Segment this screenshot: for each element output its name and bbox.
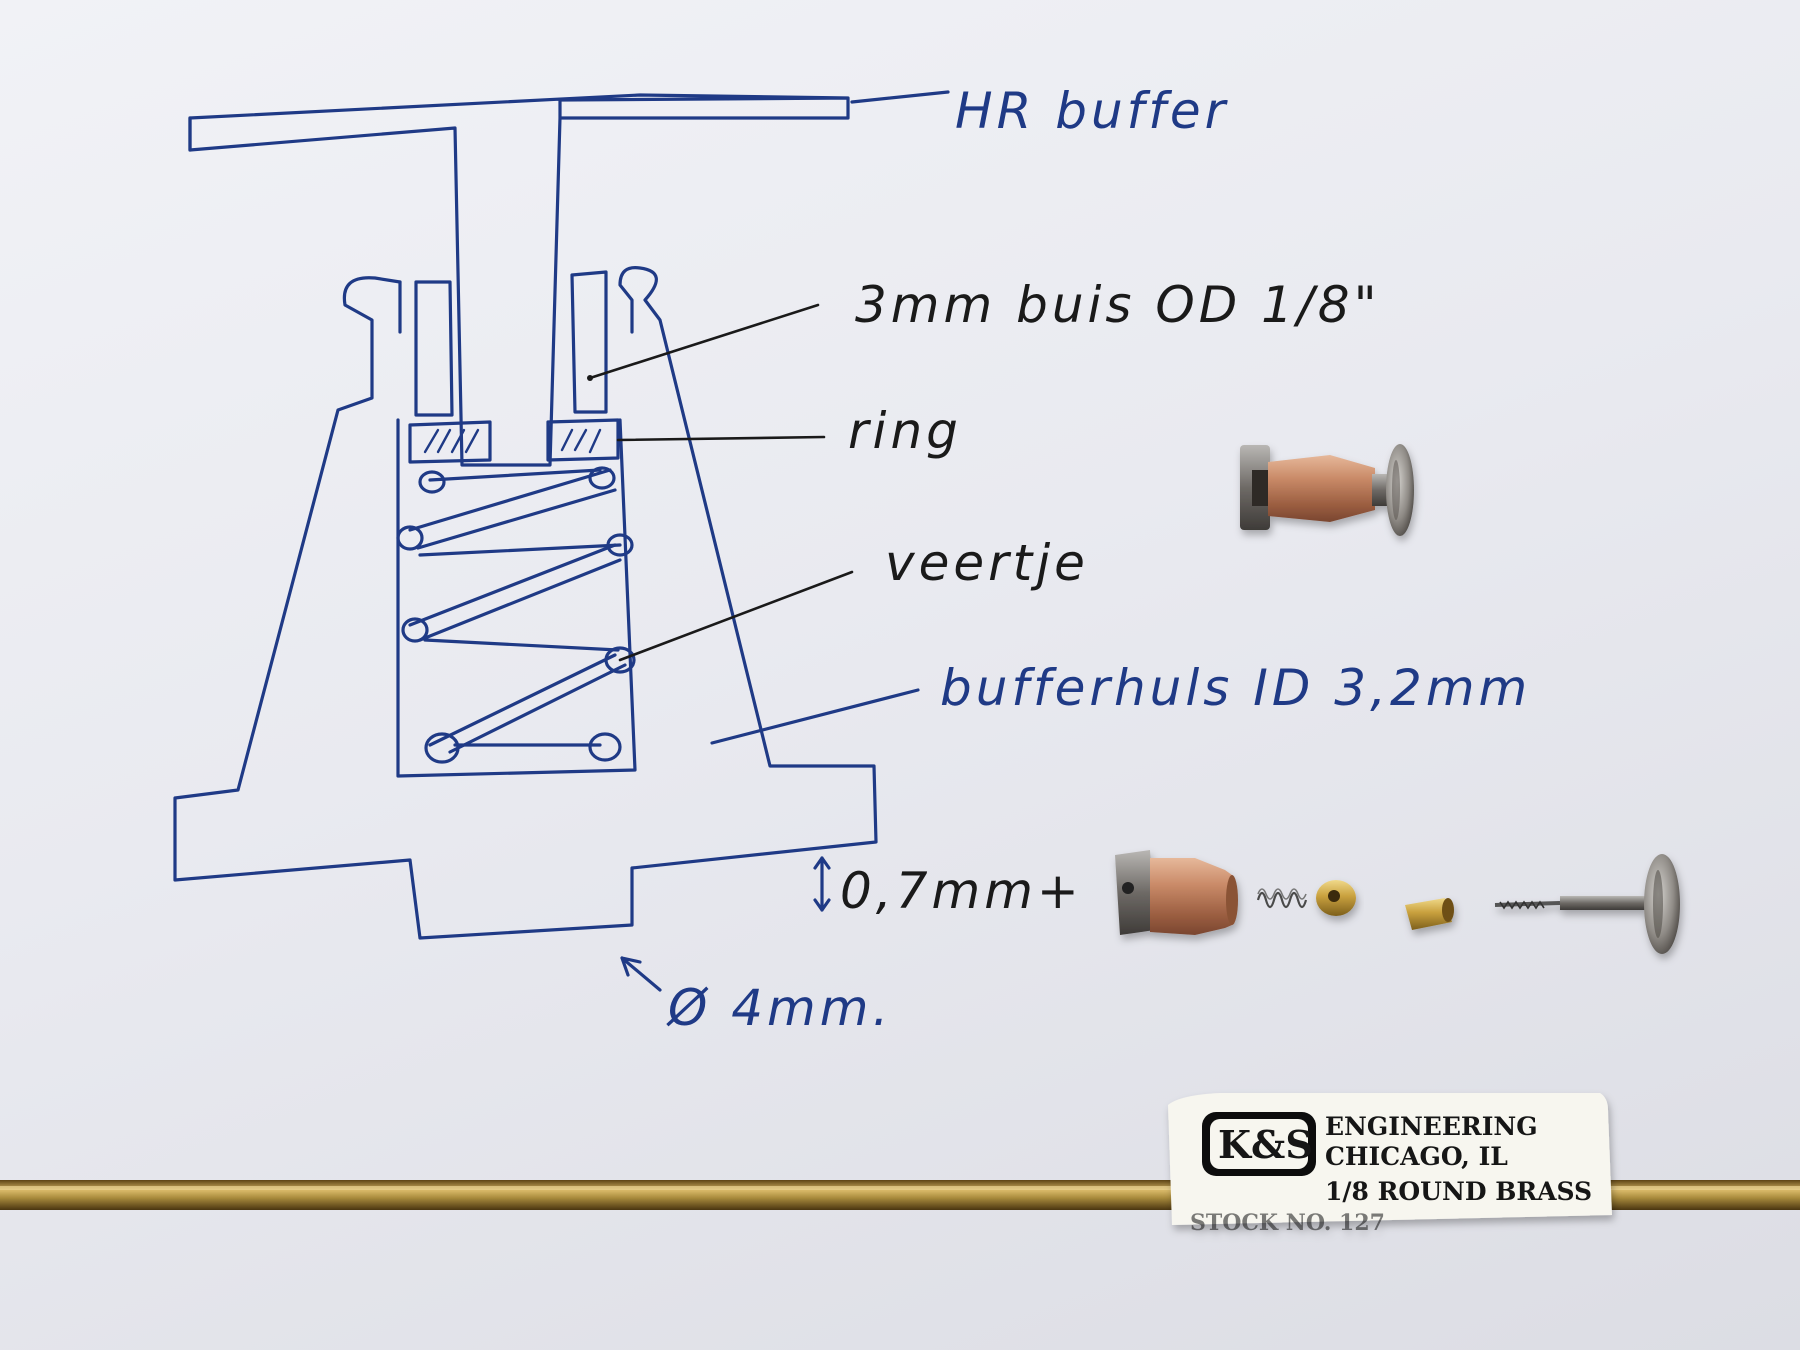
label-diameter: Ø 4mm. (666, 979, 892, 1037)
brass-ring-part (1316, 880, 1356, 916)
label-line-stock: STOCK NO. 127 (1190, 1210, 1385, 1236)
sketch-buffer-head (188, 93, 850, 467)
sketch-leader-lines (587, 90, 950, 992)
label-ring: ring (848, 402, 962, 460)
buffer-head-pin-part (1494, 854, 1680, 954)
label-offset: 0,7mm+ (840, 862, 1083, 920)
label-hr-buffer: HR buffer (955, 82, 1229, 140)
sketch-spring (396, 466, 636, 764)
sketch-inner-bore (396, 418, 637, 778)
label-line-product: 1/8 ROUND BRASS (1325, 1177, 1592, 1206)
label-housing: bufferhuls ID 3,2mm (940, 659, 1531, 717)
sketch-buffer-drawing (173, 93, 878, 940)
label-line-city: CHICAGO, IL (1325, 1142, 1508, 1171)
sketch-ring-left (408, 420, 492, 464)
ks-stock-label: K&S ENGINEERING CHICAGO, IL 1/8 ROUND BR… (1168, 1093, 1612, 1236)
buffer-housing-part (1115, 850, 1238, 935)
sketch-tube-left (414, 280, 454, 417)
brass-tube-part (1405, 898, 1454, 930)
label-tube: 3mm buis OD 1/8" (855, 276, 1381, 334)
label-line-engineering: ENGINEERING (1325, 1112, 1538, 1141)
assembled-buffer (1240, 444, 1414, 536)
ks-logo: K&S (1218, 1122, 1313, 1167)
spring-part (1256, 888, 1308, 909)
sketch-tube-right (570, 270, 608, 414)
sketch-buffer-housing (173, 266, 878, 940)
label-spring: veertje (885, 534, 1089, 592)
sketch-ring-right (546, 418, 620, 462)
